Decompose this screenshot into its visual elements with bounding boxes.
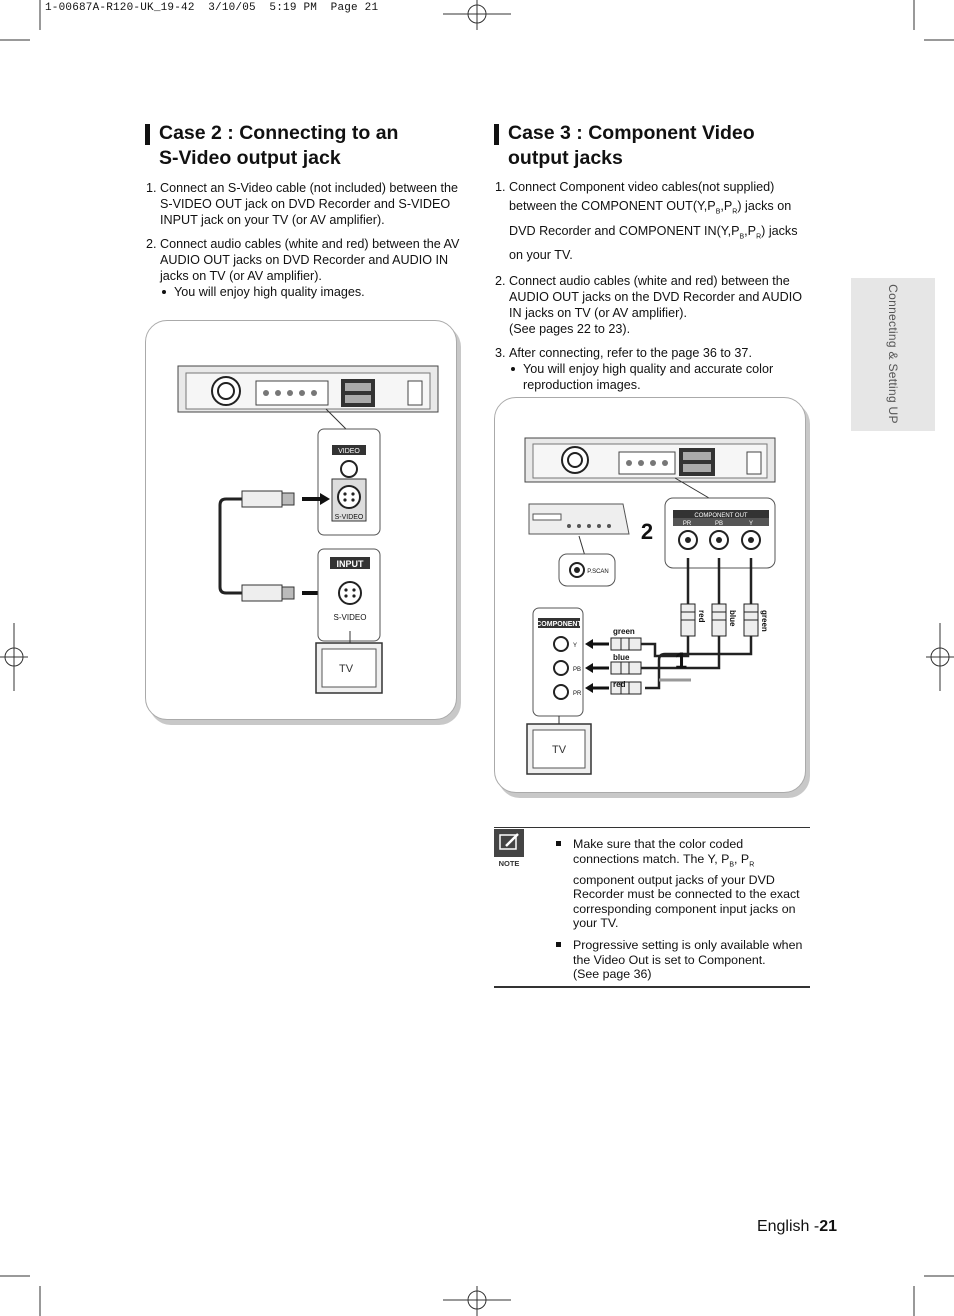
pscan-button: P.SCAN: [558, 553, 616, 587]
case2-step-2: 2. Connect audio cables (white and red) …: [146, 236, 464, 300]
section-tab: Connecting & Setting UP: [851, 278, 935, 431]
svideo-cable: [218, 490, 330, 602]
case3-bullet: You will enjoy high quality and accurate…: [509, 361, 813, 393]
note-bullet: [556, 942, 561, 948]
rca-plugs-vertical: [680, 603, 759, 637]
tv-set: TV: [526, 723, 592, 775]
page-footer: English -21: [757, 1218, 837, 1236]
note-item-2: Progressive setting is only available wh…: [556, 938, 810, 982]
case2-steps: 1. Connect an S-Video cable (not include…: [146, 180, 464, 300]
note-label: NOTE: [498, 859, 520, 868]
case2-step-1: 1. Connect an S-Video cable (not include…: [146, 181, 459, 227]
case3-step-2: 2. Connect audio cables (white and red) …: [495, 274, 803, 337]
tv-label: TV: [552, 744, 567, 756]
pscan-label: P.SCAN: [587, 569, 609, 575]
heading-bar: [145, 124, 150, 145]
tv-pr-label: PR: [573, 691, 582, 697]
case3-step-3: 3. After connecting, refer to the page 3…: [495, 345, 813, 393]
dvd-jack-panel: VIDEO S-VIDEO: [317, 428, 381, 536]
tv-input-panel: INPUT S-VIDEO: [317, 548, 381, 642]
bullet-dot: [162, 290, 166, 294]
tv-arrows: [585, 639, 609, 693]
tv-pb-label: PB: [573, 667, 581, 673]
section-tab-label: Connecting & Setting UP: [886, 284, 900, 424]
cable-red-label: red: [613, 680, 626, 689]
cable-green-label: green: [613, 627, 635, 636]
case3-steps: 1. Connect Component video cables(not su…: [495, 180, 813, 393]
component-label: COMPONENT: [536, 621, 582, 628]
case3-heading: Case 3 : Component Video output jacks: [494, 121, 814, 171]
case3-step-1: 1. Connect Component video cables(not su…: [495, 180, 798, 263]
tv-label: TV: [339, 663, 354, 675]
tv-y-label: Y: [573, 643, 577, 649]
note-icon-box: [494, 829, 524, 857]
bullet-dot: [511, 367, 515, 372]
step-1-marker: 1: [675, 648, 687, 673]
tv-component-panel: COMPONENT Y PB PR: [532, 607, 584, 717]
component-out-label: COMPONENT OUT: [694, 513, 748, 519]
case3-title-line2: output jacks: [508, 147, 623, 169]
footer-language: English -: [756, 1218, 820, 1235]
note-item-1: Make sure that the color coded connectio…: [556, 837, 810, 931]
case2-title-line2: S-Video output jack: [159, 147, 341, 169]
jack-pb-label: PB: [715, 521, 723, 527]
case2-title-line1: Case 2 : Connecting to an: [159, 122, 399, 144]
case2-heading: Case 2 : Connecting to an S-Video output…: [145, 121, 465, 171]
svideo-out-label: S-VIDEO: [335, 514, 364, 521]
component-cables: [641, 558, 753, 690]
note-bullet: [556, 841, 561, 846]
dvd-recorder-rear: [177, 365, 439, 413]
dvd-recorder-rear: [524, 437, 776, 483]
note-list: Make sure that the color coded connectio…: [556, 837, 810, 982]
plug-green-label: green: [760, 610, 769, 632]
heading-bar: [494, 124, 499, 145]
svideo-connection-illustration: VIDEO S-VIDEO INPUT S-VIDEO: [177, 365, 439, 694]
component-connection-illustration: P.SCAN 2 COMPONENT OUT PR PB Y: [524, 437, 776, 775]
video-jack-label: VIDEO: [338, 448, 360, 455]
case3-diagram: P.SCAN 2 COMPONENT OUT PR PB Y: [494, 397, 806, 793]
input-label: INPUT: [337, 559, 365, 569]
step-2-marker: 2: [641, 519, 653, 544]
case3-title-line1: Case 3 : Component Video: [508, 122, 755, 144]
case2-diagram: VIDEO S-VIDEO INPUT S-VIDEO: [145, 320, 457, 720]
case2-bullet: You will enjoy high quality images.: [160, 284, 464, 300]
cable-blue-label: blue: [613, 653, 630, 662]
note-pencil-icon: [499, 833, 519, 850]
page-number: 21: [819, 1218, 837, 1235]
print-slug: 1-00687A-R120-UK_19-42 3/10/05 5:19 PM P…: [45, 2, 379, 14]
jack-pr-label: PR: [683, 521, 692, 527]
dvd-recorder-front: [528, 503, 630, 535]
component-out-panel: COMPONENT OUT PR PB Y: [664, 497, 776, 569]
rca-plugs-horizontal: [610, 637, 642, 695]
note-bottom-rule: [494, 986, 810, 988]
jack-y-label: Y: [749, 521, 753, 527]
tv-set: TV: [315, 642, 383, 694]
plug-blue-label: blue: [728, 610, 737, 627]
note-top-rule: [494, 827, 810, 828]
plug-red-label: red: [697, 610, 706, 623]
tv-svideo-label: S-VIDEO: [334, 613, 367, 622]
